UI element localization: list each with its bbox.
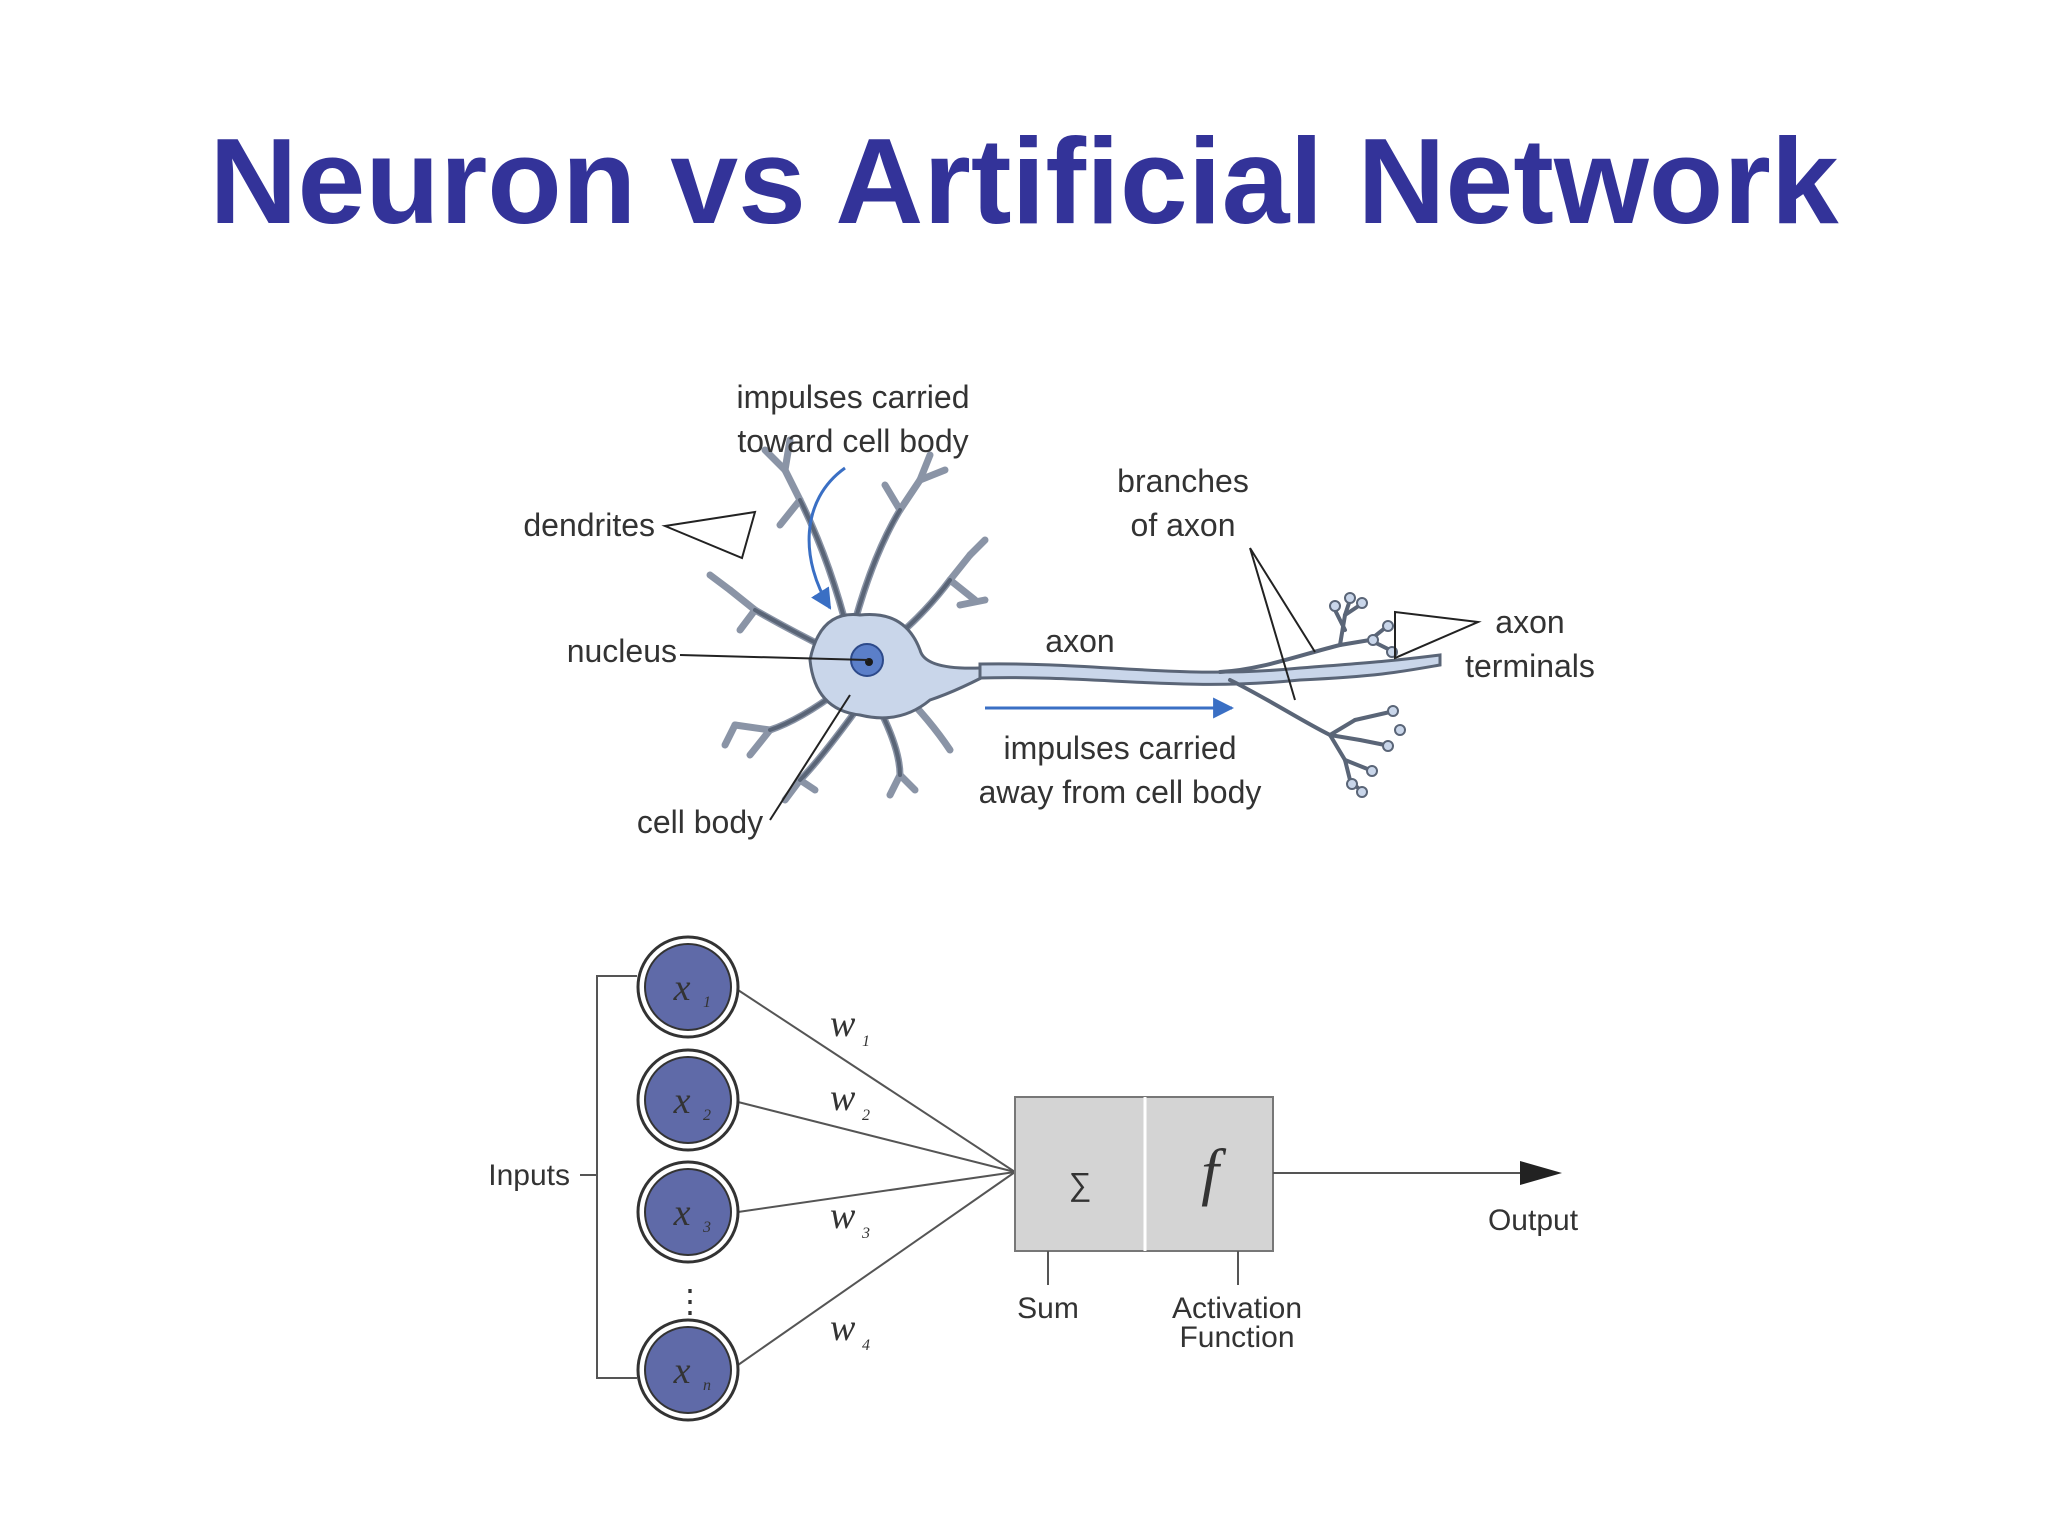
input-node-n-var: x [673, 1350, 691, 1392]
input-node-2: x 2 [636, 1048, 740, 1152]
sum-symbol: ∑ [1069, 1166, 1092, 1202]
neuron-diagram: impulses carried toward cell body dendri… [523, 379, 1595, 840]
label-cell-body: cell body [637, 804, 763, 840]
label-activation-2: Function [1179, 1321, 1294, 1354]
axon-branches-graphic [1218, 598, 1392, 792]
label-dendrites: dendrites [523, 507, 655, 543]
input-node-3-var: x [673, 1192, 691, 1234]
label-nucleus: nucleus [567, 633, 677, 669]
label-impulses-toward-2: toward cell body [737, 423, 968, 459]
dendrites-graphic [706, 436, 989, 804]
weight-label-3-var: w [830, 1195, 856, 1237]
weight-label-1-sub: 1 [862, 1033, 870, 1050]
weight-label-2-sub: 2 [862, 1107, 870, 1124]
output-arrowhead [1520, 1161, 1562, 1185]
activation-box [1144, 1096, 1274, 1252]
input-ellipsis: ⋮ [674, 1283, 706, 1319]
weight-label-4: w 4 [830, 1307, 870, 1354]
input-node-2-sub: 2 [703, 1107, 711, 1124]
label-axon: axon [1045, 623, 1114, 659]
label-axon-terminals-1: axon [1495, 604, 1564, 640]
input-node-n-sub: n [703, 1377, 711, 1394]
label-sum: Sum [1017, 1292, 1079, 1325]
label-impulses-away-1: impulses carried [1004, 730, 1237, 766]
input-node-1-var: x [673, 967, 691, 1009]
label-activation-1: Activation [1172, 1292, 1302, 1325]
sum-box [1014, 1096, 1146, 1252]
weight-label-3: w 3 [830, 1195, 870, 1242]
label-axon-terminals-2: terminals [1465, 648, 1595, 684]
label-branches-2: of axon [1131, 507, 1236, 543]
leader-lines [661, 510, 1482, 821]
weight-lines [737, 989, 1016, 1366]
input-node-2-var: x [673, 1080, 691, 1122]
page-title: Neuron vs Artificial Network [209, 113, 1839, 249]
weight-label-2: w 2 [830, 1077, 870, 1124]
perceptron-diagram: Inputs x 1 x 2 x 3 ⋮ [488, 935, 1579, 1422]
input-node-n: x n [636, 1318, 740, 1422]
weight-label-4-sub: 4 [862, 1337, 870, 1354]
cell-body-graphic [808, 612, 1001, 720]
weight-label-1-var: w [830, 1003, 856, 1045]
weight-label-3-sub: 3 [861, 1225, 870, 1242]
input-node-3-sub: 3 [702, 1219, 711, 1236]
input-node-1-sub: 1 [703, 994, 711, 1011]
inputs-bracket [580, 975, 637, 1379]
input-node-1: x 1 [636, 935, 740, 1039]
label-impulses-away-2: away from cell body [979, 774, 1262, 810]
label-inputs: Inputs [488, 1159, 570, 1192]
label-output: Output [1488, 1204, 1579, 1237]
weight-label-2-var: w [830, 1077, 856, 1119]
axon-graphic [978, 653, 1442, 686]
label-branches-1: branches [1117, 463, 1249, 499]
input-node-3: x 3 [636, 1160, 740, 1264]
weight-label-4-var: w [830, 1307, 856, 1349]
impulse-toward-arrow [807, 466, 846, 610]
label-impulses-toward-1: impulses carried [737, 379, 970, 415]
weight-label-1: w 1 [830, 1003, 870, 1050]
